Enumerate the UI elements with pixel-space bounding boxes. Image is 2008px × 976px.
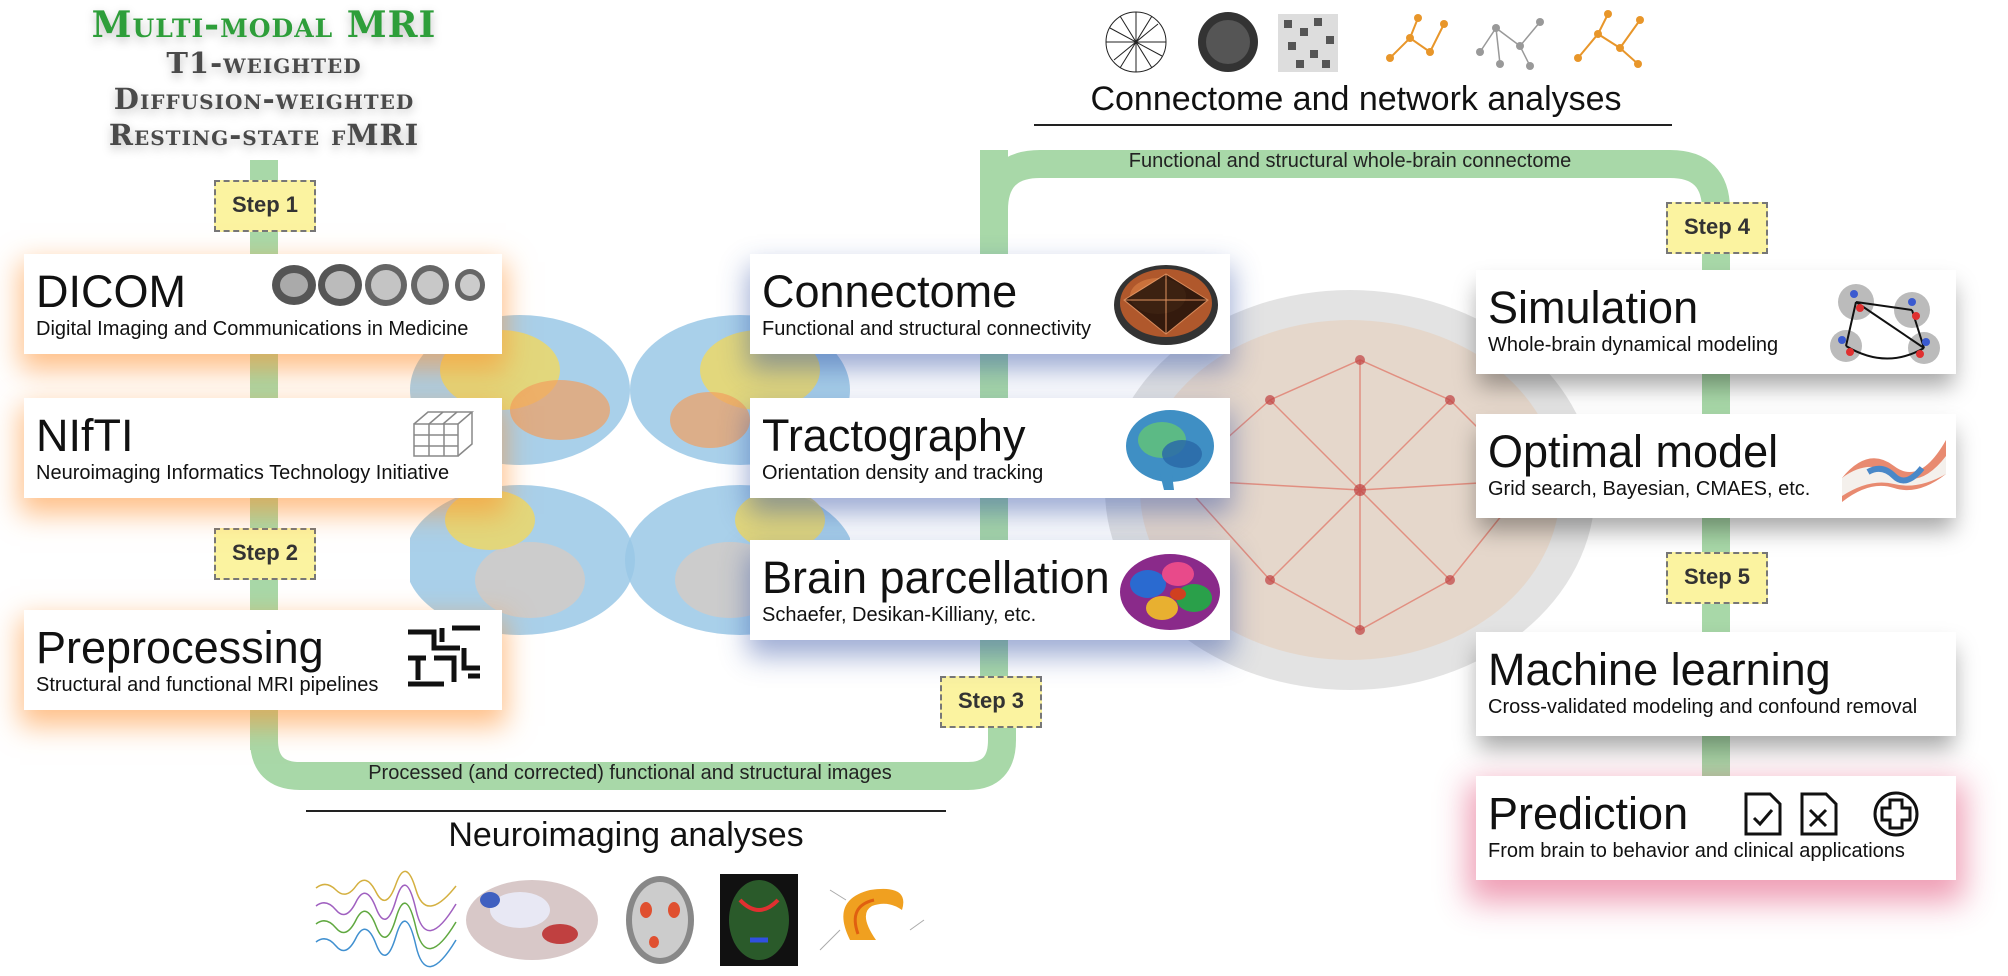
surface-icon xyxy=(1842,440,1946,502)
section-rule-neuroimaging xyxy=(306,810,946,812)
card-tractography-title: Tractography xyxy=(762,410,1026,461)
card-connectome-title: Connectome xyxy=(762,266,1018,317)
pipeline-icon xyxy=(408,625,480,687)
step-2-label: Step 2 xyxy=(214,528,316,580)
fiber-bundle-icon xyxy=(819,888,925,951)
flow-bottom-path xyxy=(250,690,1016,790)
card-optimal-subtitle: Grid search, Bayesian, CMAES, etc. xyxy=(1488,478,1811,500)
card-connectome-subtitle: Functional and structural connectivity xyxy=(762,318,1092,340)
step-3-label: Step 3 xyxy=(940,676,1042,728)
card-parcellation-title: Brain parcellation xyxy=(762,552,1110,603)
parcellated-brain-icon xyxy=(1120,554,1220,630)
document-check-icon xyxy=(1744,792,1782,836)
card-preprocessing-subtitle: Structural and functional MRI pipelines xyxy=(36,674,379,696)
card-nifti: NIfTI Neuroimaging Informatics Technolog… xyxy=(24,398,502,498)
card-prediction-title: Prediction xyxy=(1488,788,1689,839)
brain-mesh-icon xyxy=(1114,265,1218,345)
card-ml-subtitle: Cross-validated modeling and confound re… xyxy=(1488,696,1918,718)
timeseries-icon xyxy=(315,870,457,968)
modality-t1: T1-weighted xyxy=(166,46,362,80)
card-simulation: Simulation Whole-brain dynamical modelin… xyxy=(1476,270,1956,374)
card-optimal-title: Optimal model xyxy=(1488,426,1779,477)
card-simulation-title: Simulation xyxy=(1488,282,1699,333)
node-network-icon xyxy=(1830,284,1940,364)
modality-title: Multi-modal MRI xyxy=(91,4,437,46)
network-graph-icon xyxy=(1105,10,1644,73)
card-ml-title: Machine learning xyxy=(1488,644,1831,695)
card-preprocessing: Preprocessing Structural and functional … xyxy=(24,610,502,710)
card-parcellation: Brain parcellation Schaefer, Desikan-Kil… xyxy=(750,540,1230,640)
card-preprocessing-title: Preprocessing xyxy=(36,622,324,673)
flow-label-top: Functional and structural whole-brain co… xyxy=(1128,150,1572,172)
step-1-label: Step 1 xyxy=(214,180,316,232)
section-title-neuroimaging: Neuroimaging analyses xyxy=(448,816,804,854)
card-machine-learning: Machine learning Cross-validated modelin… xyxy=(1476,632,1956,736)
card-nifti-subtitle: Neuroimaging Informatics Technology Init… xyxy=(36,462,450,484)
flow-label-bottom: Processed (and corrected) functional and… xyxy=(368,762,892,784)
medical-cross-icon xyxy=(1873,791,1919,837)
cortex-map-icon xyxy=(466,880,598,960)
section-title-connectome: Connectome and network analyses xyxy=(1090,80,1622,118)
brain-axial-icon xyxy=(626,876,694,964)
flow-top-path xyxy=(980,150,1730,270)
card-connectome: Connectome Functional and structural con… xyxy=(750,254,1230,354)
card-prediction: Prediction From brain to behavior and cl… xyxy=(1476,776,1956,880)
card-simulation-subtitle: Whole-brain dynamical modeling xyxy=(1488,334,1779,356)
card-dicom-title: DICOM xyxy=(36,266,186,317)
card-nifti-title: NIfTI xyxy=(36,410,134,461)
card-dicom: DICOM Digital Imaging and Communications… xyxy=(24,254,502,354)
tract-brain-icon xyxy=(1126,410,1214,490)
card-prediction-subtitle: From brain to behavior and clinical appl… xyxy=(1488,840,1905,862)
card-tractography-subtitle: Orientation density and tracking xyxy=(762,462,1044,484)
card-parcellation-subtitle: Schaefer, Desikan-Killiany, etc. xyxy=(762,604,1037,626)
card-dicom-subtitle: Digital Imaging and Communications in Me… xyxy=(36,318,469,340)
step-4-label: Step 4 xyxy=(1666,202,1768,254)
modality-rsfmri: Resting-state fMRI xyxy=(108,118,420,152)
card-optimal-model: Optimal model Grid search, Bayesian, CMA… xyxy=(1476,414,1956,518)
brain-slices-icon xyxy=(272,264,485,306)
section-rule-connectome xyxy=(1034,124,1672,126)
document-cross-icon xyxy=(1800,792,1838,836)
modality-dwi: Diffusion-weighted xyxy=(113,82,415,116)
card-tractography: Tractography Orientation density and tra… xyxy=(750,398,1230,498)
voxel-grid-icon xyxy=(413,411,475,457)
dti-icon xyxy=(720,874,798,966)
neuroimaging-thumbnails xyxy=(315,870,925,968)
step-5-label: Step 5 xyxy=(1666,552,1768,604)
